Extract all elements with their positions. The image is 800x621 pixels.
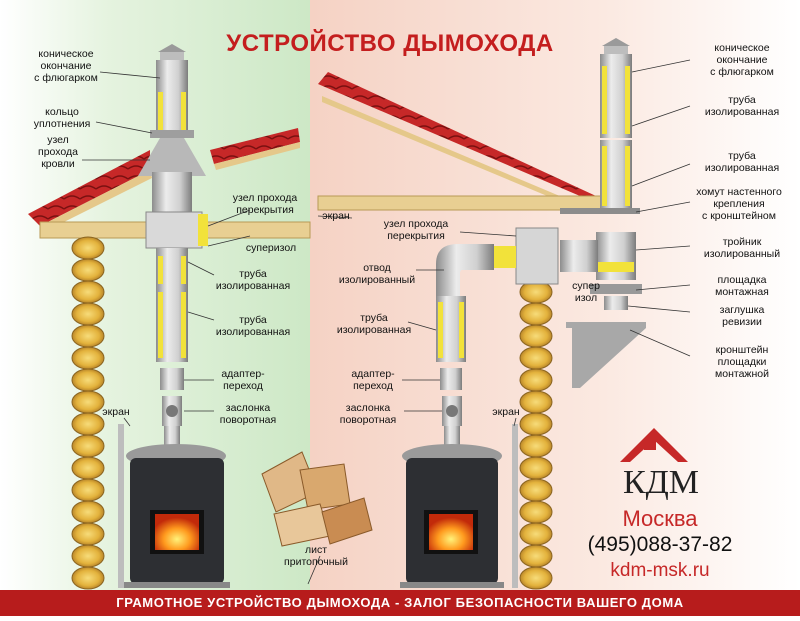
log-end bbox=[519, 478, 553, 502]
label-sheet: лист притопочный bbox=[284, 544, 348, 568]
log-end bbox=[519, 434, 553, 458]
label-pipe-ins1-left: труба изолированная bbox=[215, 268, 291, 292]
label-screen-top-right: экран bbox=[322, 210, 350, 222]
log-end bbox=[519, 324, 553, 348]
label-roof-node-left: узел прохода кровли bbox=[38, 134, 78, 170]
right-roof bbox=[318, 72, 596, 208]
log-end bbox=[519, 544, 553, 568]
right-screen-panel bbox=[512, 424, 518, 588]
firewood-illustration bbox=[261, 451, 373, 547]
label-ceiling-node-right: узел прохода перекрытия bbox=[383, 218, 449, 242]
log-end bbox=[71, 280, 105, 304]
brand-name: КДМ bbox=[622, 464, 700, 501]
label-ceiling-node-left: узел прохода перекрытия bbox=[232, 192, 298, 216]
log-end bbox=[519, 302, 553, 326]
left-screen-panel bbox=[118, 424, 124, 588]
label-adapter-right: адаптер- переход bbox=[351, 368, 395, 392]
log-end bbox=[71, 368, 105, 392]
right-chimney bbox=[560, 38, 646, 388]
right-inner-flue bbox=[436, 227, 559, 450]
left-stove bbox=[124, 444, 230, 588]
label-pipe-ins3-right: труба изолированная bbox=[336, 312, 412, 336]
log-end bbox=[519, 566, 553, 590]
right-ceiling-slab bbox=[317, 195, 619, 211]
log-end bbox=[71, 258, 105, 282]
label-screen-left: экран bbox=[102, 406, 130, 418]
diagram-title: УСТРОЙСТВО ДЫМОХОДА bbox=[226, 30, 554, 57]
log-end bbox=[71, 434, 105, 458]
label-elbow: отвод изолированный bbox=[338, 262, 416, 286]
left-roof bbox=[28, 128, 300, 232]
log-end bbox=[71, 544, 105, 568]
leader-lines bbox=[82, 59, 691, 585]
log-end bbox=[519, 368, 553, 392]
label-superizol-right: супер изол bbox=[572, 280, 600, 304]
left-chimney bbox=[138, 44, 208, 450]
brand-city: Москва bbox=[622, 506, 698, 531]
right-log-wall bbox=[519, 236, 553, 590]
log-end bbox=[71, 500, 105, 524]
right-stove bbox=[400, 444, 504, 588]
log-end bbox=[71, 236, 105, 260]
log-end bbox=[519, 346, 553, 370]
label-ring-left: кольцо уплотнения bbox=[33, 106, 91, 130]
log-end bbox=[71, 456, 105, 480]
brand-phone: (495)088-37-82 bbox=[587, 533, 733, 556]
label-tee: тройник изолированный bbox=[703, 236, 781, 260]
label-damper-right: заслонка поворотная bbox=[339, 402, 397, 426]
label-cone-right: коническое окончание с флюгарком bbox=[710, 42, 774, 78]
right-background bbox=[310, 0, 800, 590]
log-end bbox=[519, 500, 553, 524]
log-end bbox=[71, 522, 105, 546]
label-plug: заглушка ревизии bbox=[719, 304, 765, 328]
label-damper-left: заслонка поворотная bbox=[219, 402, 277, 426]
label-pipe-ins2-right: труба изолированная bbox=[704, 150, 780, 174]
label-adapter-left: адаптер- переход bbox=[221, 368, 265, 392]
footer-banner: ГРАМОТНОЕ УСТРОЙСТВО ДЫМОХОДА - ЗАЛОГ БЕ… bbox=[0, 590, 800, 616]
log-end bbox=[71, 566, 105, 590]
label-clamp: хомут настенного крепления с кронштейном bbox=[696, 186, 782, 222]
log-end bbox=[71, 346, 105, 370]
log-end bbox=[519, 522, 553, 546]
log-end bbox=[71, 302, 105, 326]
label-platform: площадка монтажная bbox=[715, 274, 769, 298]
log-end bbox=[519, 456, 553, 480]
log-end bbox=[71, 324, 105, 348]
label-pipe-ins2-left: труба изолированная bbox=[215, 314, 291, 338]
label-cone-left: коническое окончание с флюгарком bbox=[34, 48, 98, 84]
left-log-wall bbox=[71, 236, 105, 590]
log-end bbox=[71, 478, 105, 502]
brand-site: kdm-msk.ru bbox=[610, 560, 710, 581]
kdm-logo bbox=[620, 428, 688, 462]
label-screen-right: экран bbox=[492, 406, 520, 418]
label-bracket: кронштейн площадки монтажной bbox=[715, 344, 769, 380]
label-pipe-ins1-right: труба изолированная bbox=[704, 94, 780, 118]
label-superizol-left: суперизол bbox=[245, 242, 297, 254]
